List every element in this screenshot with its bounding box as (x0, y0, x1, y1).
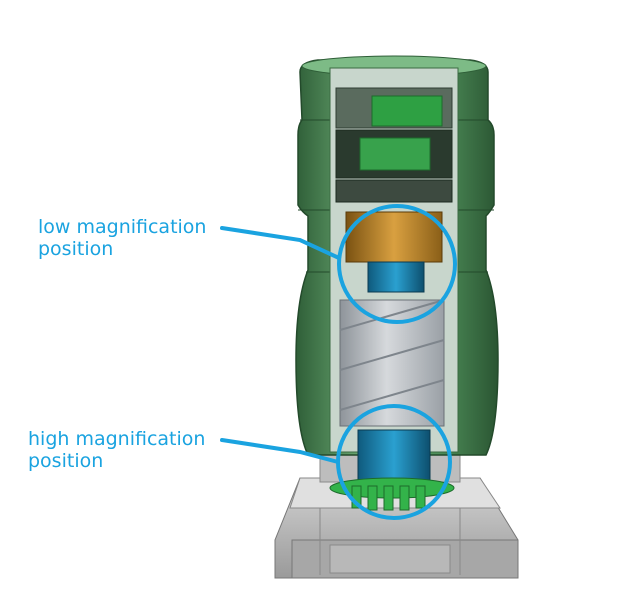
high-magnification-label: high magnification position (28, 428, 205, 472)
cutaway-interior (329, 67, 459, 481)
low-magnification-label-line2: position (38, 238, 114, 260)
high-magnification-label-line2: position (28, 450, 104, 472)
callout-high-marker (220, 404, 452, 520)
low-magnification-label: low magnification position (38, 216, 206, 260)
low-magnification-label-line1: low magnification (38, 216, 207, 238)
high-magnification-label-line1: high magnification (28, 428, 206, 450)
base-stand (274, 477, 519, 579)
focus-gear (329, 477, 455, 511)
callout-low-marker (220, 204, 457, 324)
